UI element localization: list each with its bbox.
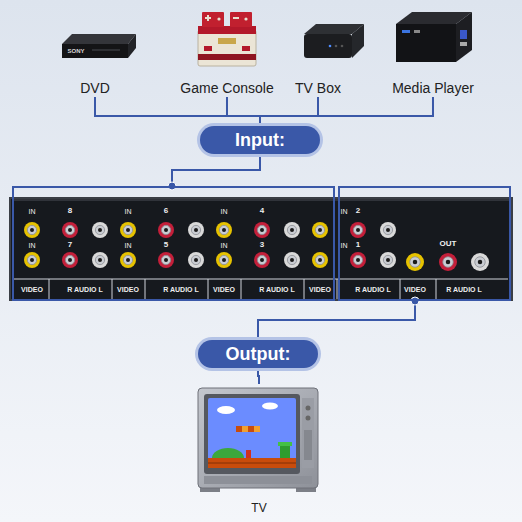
pill-label: Input: [235,131,285,149]
rca-jack [158,252,174,268]
rca-jack [380,222,396,238]
rca-jack [216,252,232,268]
jack-label: R AUDIO L [446,286,482,293]
device-label-box: DVD [76,79,114,97]
device-label-box: TV Box [291,79,345,97]
connector-line [258,301,415,340]
panel-divider [400,279,401,299]
device-label: DVD [80,81,110,95]
rca-jack [92,222,108,238]
jack-label: R AUDIO L [355,286,391,293]
jack-label: VIDEO [21,286,43,293]
rca-jack [350,222,366,238]
panel-divider [112,279,113,299]
jack-label: R AUDIO L [67,286,103,293]
rca-jack [188,252,204,268]
jack-label: 2 [356,207,360,215]
panel-divider [241,279,242,299]
jack-label: VIDEO [117,286,139,293]
jack-label: VIDEO [213,286,235,293]
jack-label: 6 [164,207,168,215]
jack-label: IN [221,242,228,249]
connector-line [227,97,260,126]
jack-label: IN [125,242,132,249]
tv-box: TV [195,384,323,518]
connector-line [260,97,318,126]
jack-label: IN [341,242,348,249]
connector-line [172,154,260,186]
jack-label: IN [341,208,348,215]
connector-line [258,368,259,384]
rca-jack [284,222,300,238]
jack-label: IN [29,208,36,215]
section-pill: Input: [200,126,320,154]
jack-label: 4 [260,207,264,215]
game-console [198,12,256,66]
rca-jack [188,222,204,238]
section-pill: Output: [198,340,318,368]
rca-jack [120,222,136,238]
device-label-box: Media Player [388,79,478,97]
rca-jack [406,253,424,271]
device-label: Game Console [180,81,273,95]
jack-label: R AUDIO L [163,286,199,293]
av-switch-panel [10,198,512,300]
jack-label: IN [221,208,228,215]
rca-jack [24,252,40,268]
jack-label: 3 [260,241,264,249]
rca-jack [24,222,40,238]
dvd-player [62,34,136,58]
jack-group-box: IN2IN1R AUDIO LOUTVIDEOR AUDIO L [338,186,511,301]
jack-label: OUT [440,240,457,248]
rca-jack [120,252,136,268]
device-label-box: Game Console [176,79,277,97]
rca-jack [254,222,270,238]
jack-label: 7 [68,241,72,249]
jack-label: 5 [164,241,168,249]
jack-label: IN [29,242,36,249]
panel-divider [304,279,305,299]
crt-tv [198,388,318,492]
rca-jack [92,252,108,268]
device-label: Media Player [392,81,474,95]
rca-jack [62,222,78,238]
tv-label: TV [251,502,266,514]
rca-jack [350,252,366,268]
tv-box [304,24,364,58]
panel-divider [208,279,209,299]
rca-jack [439,253,457,271]
rca-jack [471,253,489,271]
jack-label: R AUDIO L [259,286,295,293]
jack-group-box: IN8IN7VIDEOR AUDIO LIN6IN5VIDEOR AUDIO L… [12,186,335,301]
junction-dot [411,297,419,305]
rca-jack [284,252,300,268]
jack-label: 8 [68,207,72,215]
media-player [396,12,472,62]
connector-line [95,97,260,126]
jack-label: VIDEO [404,286,426,293]
panel-divider [49,279,50,299]
rca-jack [254,252,270,268]
connector-line [260,97,433,126]
jack-label: VIDEO [309,286,331,293]
brand-logo: SONY [67,48,84,54]
device-label: TV Box [295,81,341,95]
rca-jack [62,252,78,268]
pill-label: Output: [226,345,291,363]
rca-jack [312,252,328,268]
panel-divider [436,279,437,299]
jack-label: IN [125,208,132,215]
panel-divider [145,279,146,299]
rca-jack [158,222,174,238]
jack-label: 1 [356,241,360,249]
rca-jack [312,222,328,238]
rca-jack [380,252,396,268]
rca-jack [216,222,232,238]
